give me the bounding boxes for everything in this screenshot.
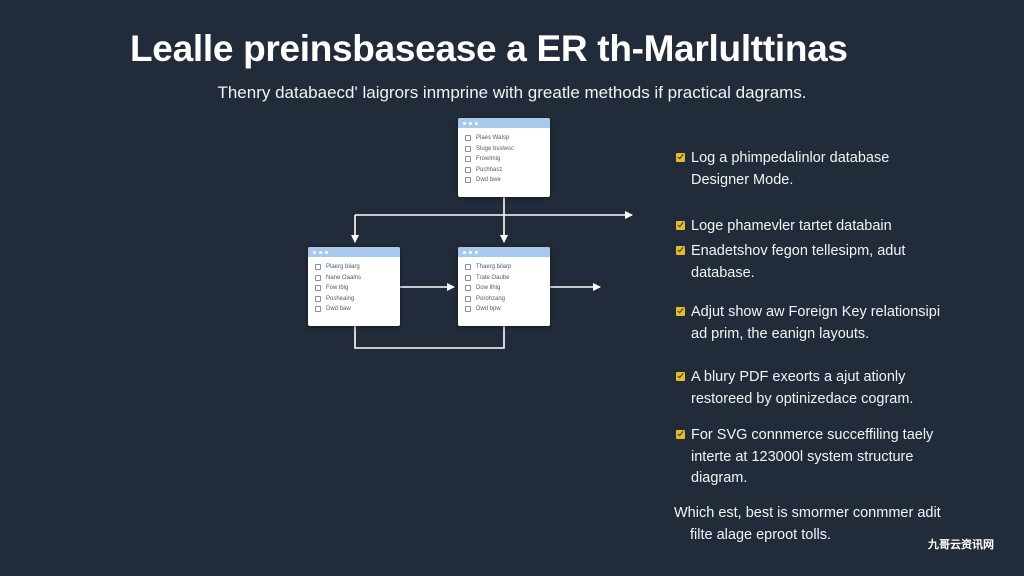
checkbox-icon (676, 246, 685, 255)
checkbox-icon (465, 274, 471, 281)
closing-text: Which est, best is smormer conmmer adit … (674, 505, 941, 543)
checkbox-icon (465, 145, 471, 152)
checkbox-icon (465, 306, 471, 313)
checkbox-icon (465, 135, 471, 142)
checkbox-icon (676, 372, 685, 381)
table-header (458, 247, 550, 257)
watermark-logo: 九哥云资讯网 (928, 539, 994, 551)
table-row: Posheaing (315, 294, 393, 305)
table-row: Trate Oaube (465, 273, 543, 284)
connector-bottom-loop (354, 326, 505, 349)
page-title: Lealle preinsbasease a ER th-Marlulttina… (130, 28, 848, 69)
checkbox-icon (465, 295, 471, 302)
table-row: Sluge bsslwsc (465, 144, 543, 155)
er-table-top[interactable]: Plaes Walsp Sluge bsslwsc Frowlmig Puchh… (458, 118, 550, 197)
er-table-left[interactable]: Plaerg bilarg Nane Oaalns Fow lbig Poshe… (308, 247, 400, 326)
checkbox-icon (315, 264, 321, 271)
checkbox-icon (465, 264, 471, 271)
table-row: Dwd bpw (465, 304, 543, 315)
list-item: Enadetshov fegon tellesipm, adut databas… (676, 241, 905, 284)
page-subtitle: Thenry databaecd' laigrors inmprine with… (217, 83, 807, 102)
list-item: Adjut show aw Foreign Key relationsipi a… (676, 302, 940, 345)
list-item: For SVG connmerce succeffiling taely int… (676, 425, 933, 490)
list-item: Log a phimpedalinlor database Designer M… (676, 148, 889, 191)
table-row: Nane Oaalns (315, 273, 393, 284)
checkbox-icon (315, 306, 321, 313)
er-table-right[interactable]: Thaerg bilarp Trate Oaube Dow llhig Poro… (458, 247, 550, 326)
table-row: Porohzang (465, 294, 543, 305)
table-row: Frowlmig (465, 154, 543, 165)
table-row: Plaes Walsp (465, 133, 543, 144)
table-row: Dow llhig (465, 283, 543, 294)
list-item: Loge phamevler tartet databain (676, 216, 892, 238)
list-item: A blury PDF exeorts a ajut ationly resto… (676, 367, 913, 410)
checkbox-icon (465, 166, 471, 173)
checkbox-icon (315, 295, 321, 302)
table-row: Fow lbig (315, 283, 393, 294)
table-header (458, 118, 550, 128)
table-row: Plaerg bilarg (315, 262, 393, 273)
checkbox-icon (465, 177, 471, 184)
checkbox-icon (676, 221, 685, 230)
checkbox-icon (676, 430, 685, 439)
checkbox-icon (315, 274, 321, 281)
checkbox-icon (676, 307, 685, 316)
checkbox-icon (465, 285, 471, 292)
checkbox-icon (465, 156, 471, 163)
table-header (308, 247, 400, 257)
table-row: Dwd baw (315, 304, 393, 315)
checkbox-icon (676, 153, 685, 162)
table-row: Puchhasz (465, 165, 543, 176)
table-row: Thaerg bilarp (465, 262, 543, 273)
checkbox-icon (315, 285, 321, 292)
table-row: Dwd bwe (465, 175, 543, 186)
